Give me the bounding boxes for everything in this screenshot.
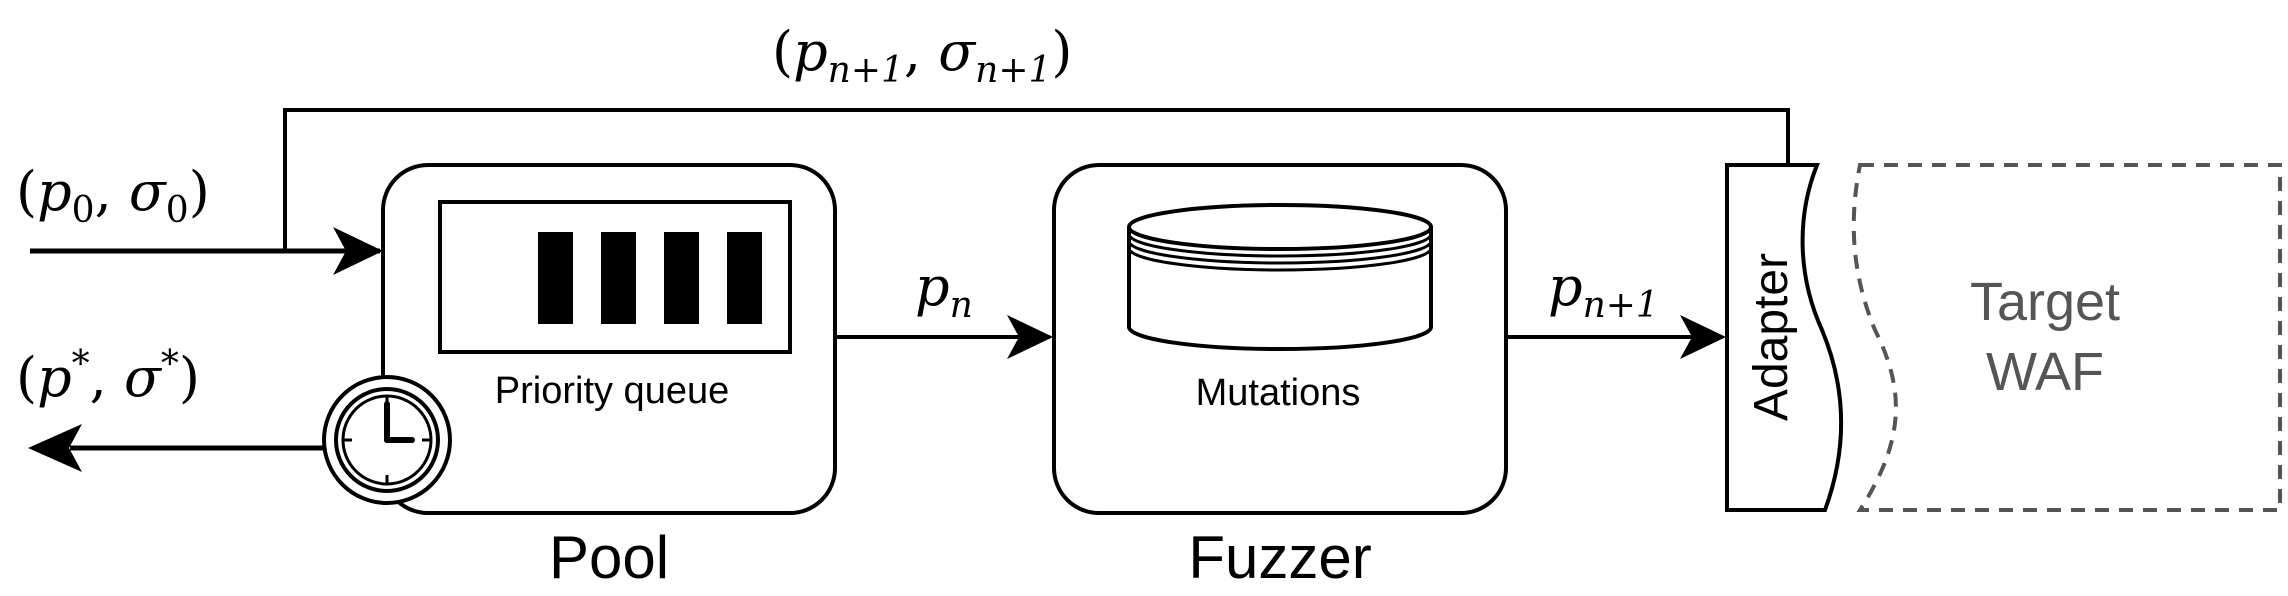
output-label: (p*, σ*) bbox=[16, 344, 200, 409]
target-label: Target bbox=[1970, 272, 2120, 332]
pn1-arrowhead bbox=[1680, 315, 1726, 359]
queue-item bbox=[601, 232, 636, 324]
target-waf-box bbox=[1851, 163, 2282, 512]
feedback-label: (pn+1, σn+1) bbox=[772, 20, 1072, 91]
clock-icon bbox=[322, 375, 452, 505]
fuzzer-label: Fuzzer bbox=[1188, 524, 1371, 591]
feedback-line bbox=[283, 108, 1790, 250]
mutations-label: Mutations bbox=[1196, 372, 1361, 414]
pn-arrowhead bbox=[1007, 315, 1053, 359]
priority-queue-label: Priority queue bbox=[495, 370, 729, 412]
queue-item bbox=[664, 232, 699, 324]
database-icon bbox=[1127, 203, 1433, 351]
input-label: (p0, σ0) bbox=[16, 160, 210, 231]
pn-label: pn bbox=[915, 255, 973, 326]
waf-label: WAF bbox=[1986, 342, 2104, 402]
pool-label: Pool bbox=[549, 524, 669, 591]
queue-item bbox=[538, 232, 573, 324]
queue-item bbox=[727, 232, 762, 324]
output-arrowhead bbox=[28, 424, 82, 472]
pn1-label: pn+1 bbox=[1548, 255, 1659, 326]
adapter-label: Adapter bbox=[1745, 253, 1798, 421]
input-arrowhead bbox=[333, 227, 383, 275]
adapter-box bbox=[1725, 163, 1844, 512]
